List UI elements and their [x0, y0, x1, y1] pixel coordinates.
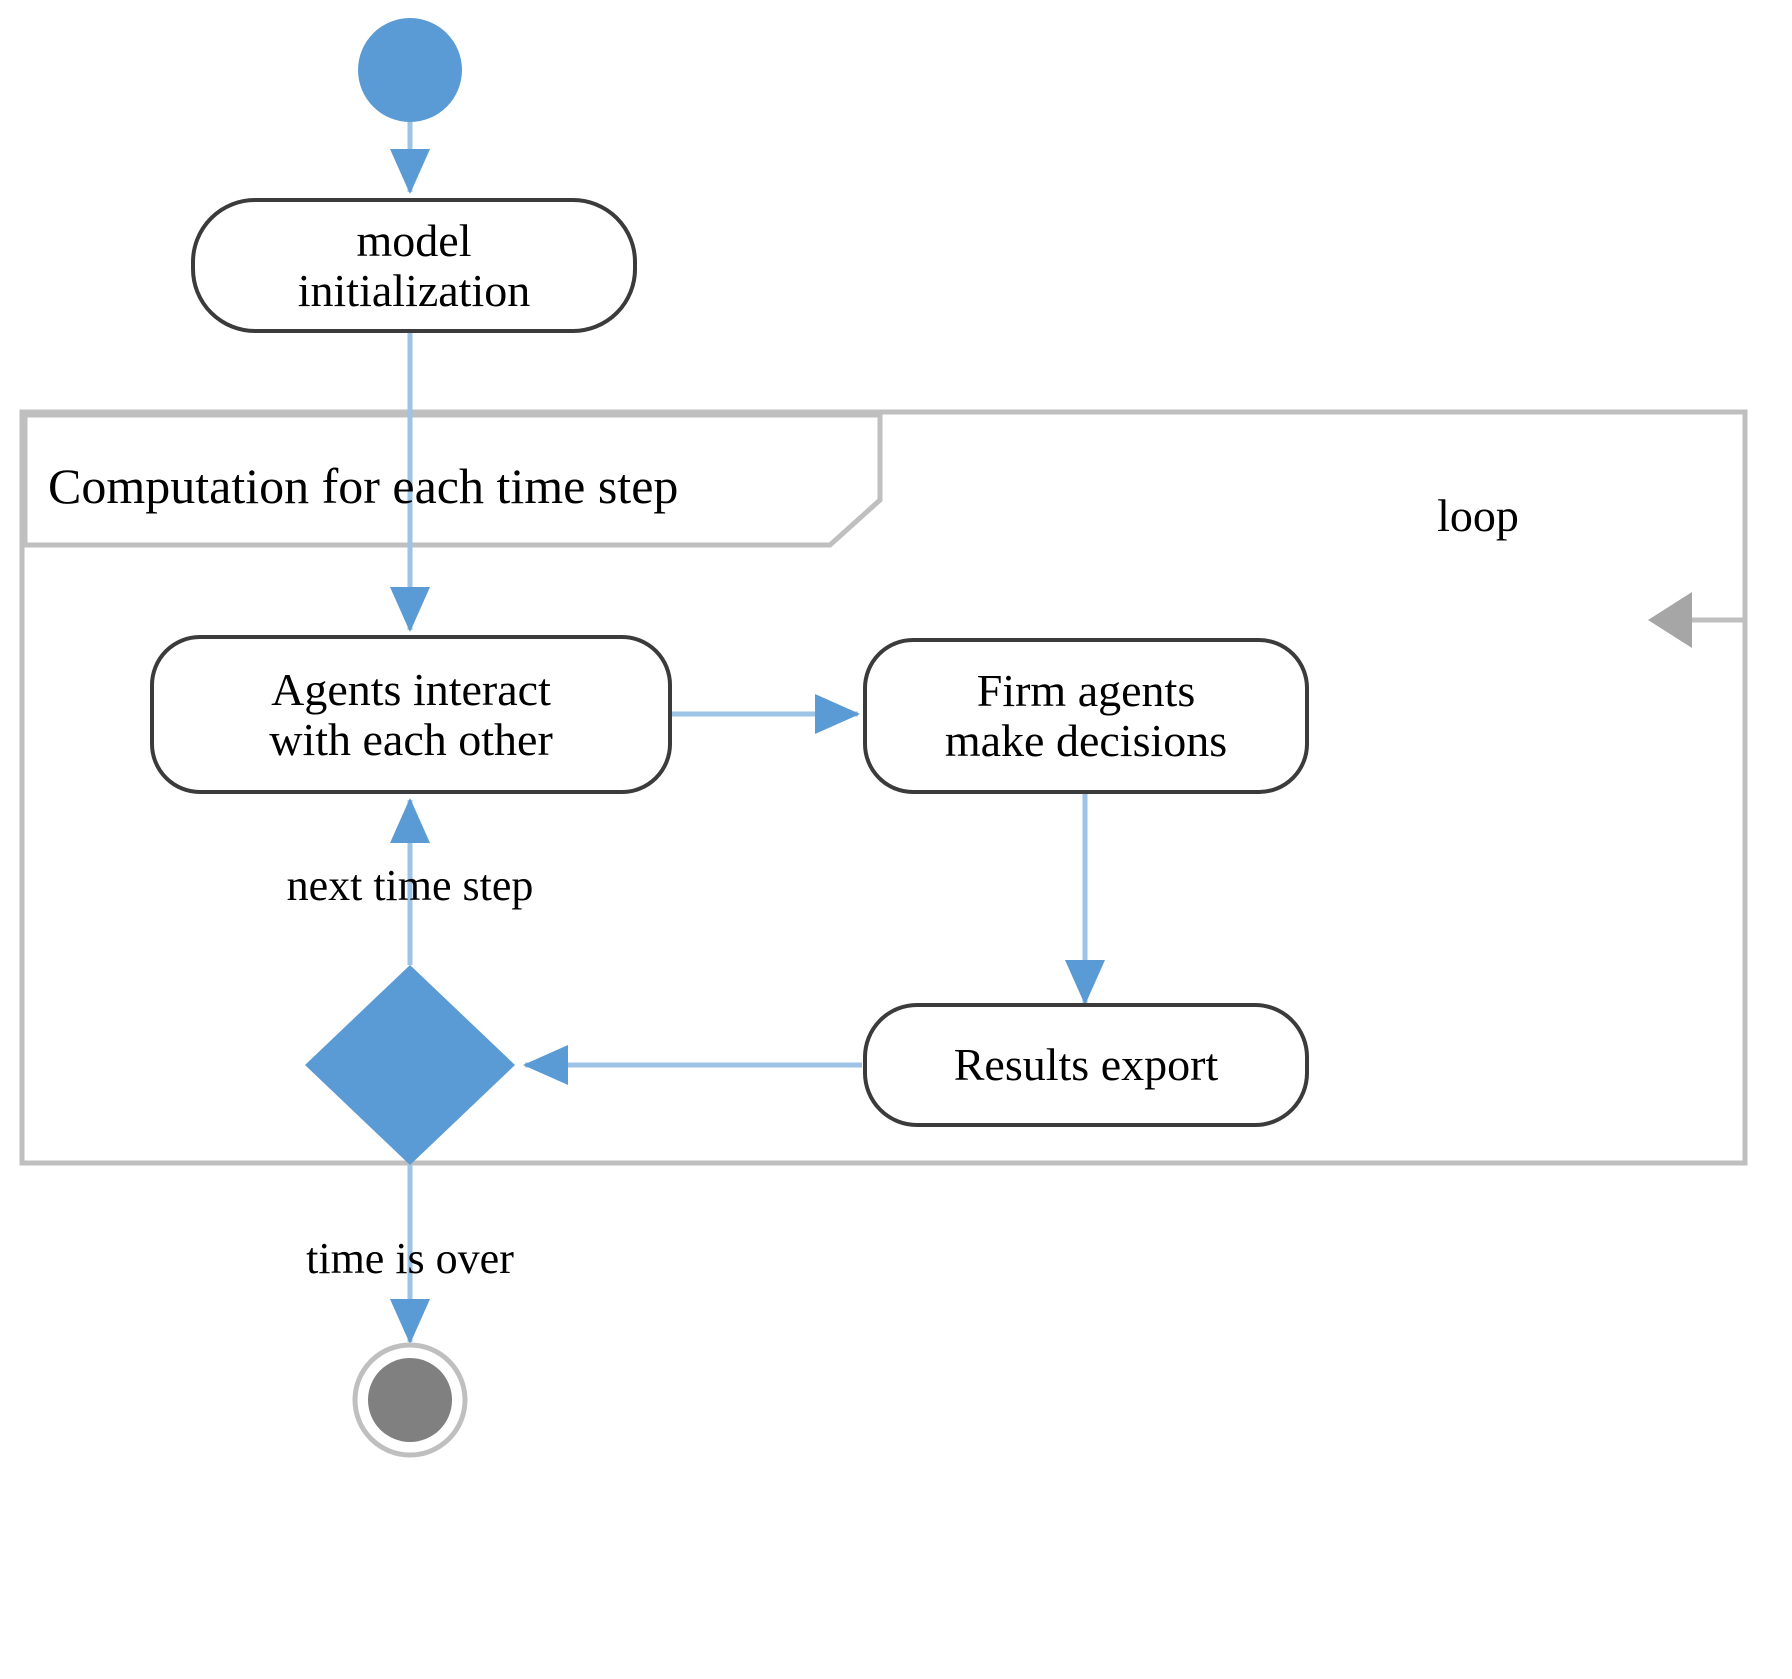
- loop-back-arrowhead-icon: [1648, 592, 1692, 648]
- loop-frame-header-tab: [22, 412, 883, 548]
- activity-node-firm-agents[interactable]: [863, 638, 1309, 794]
- activity-node-model-initialization[interactable]: [191, 198, 637, 333]
- loop-back-connector: [1648, 545, 1748, 648]
- activity-node-agents-interact[interactable]: [150, 635, 672, 794]
- activity-node-results-export[interactable]: [863, 1003, 1309, 1127]
- initial-node[interactable]: [358, 18, 462, 122]
- loop-frame-border: [19, 409, 1748, 1166]
- final-node-core: [368, 1358, 452, 1442]
- final-node[interactable]: [352, 1342, 468, 1458]
- decision-node[interactable]: [305, 965, 515, 1165]
- loop-frame: [19, 409, 1748, 1166]
- loop-back-path: [1690, 545, 1748, 623]
